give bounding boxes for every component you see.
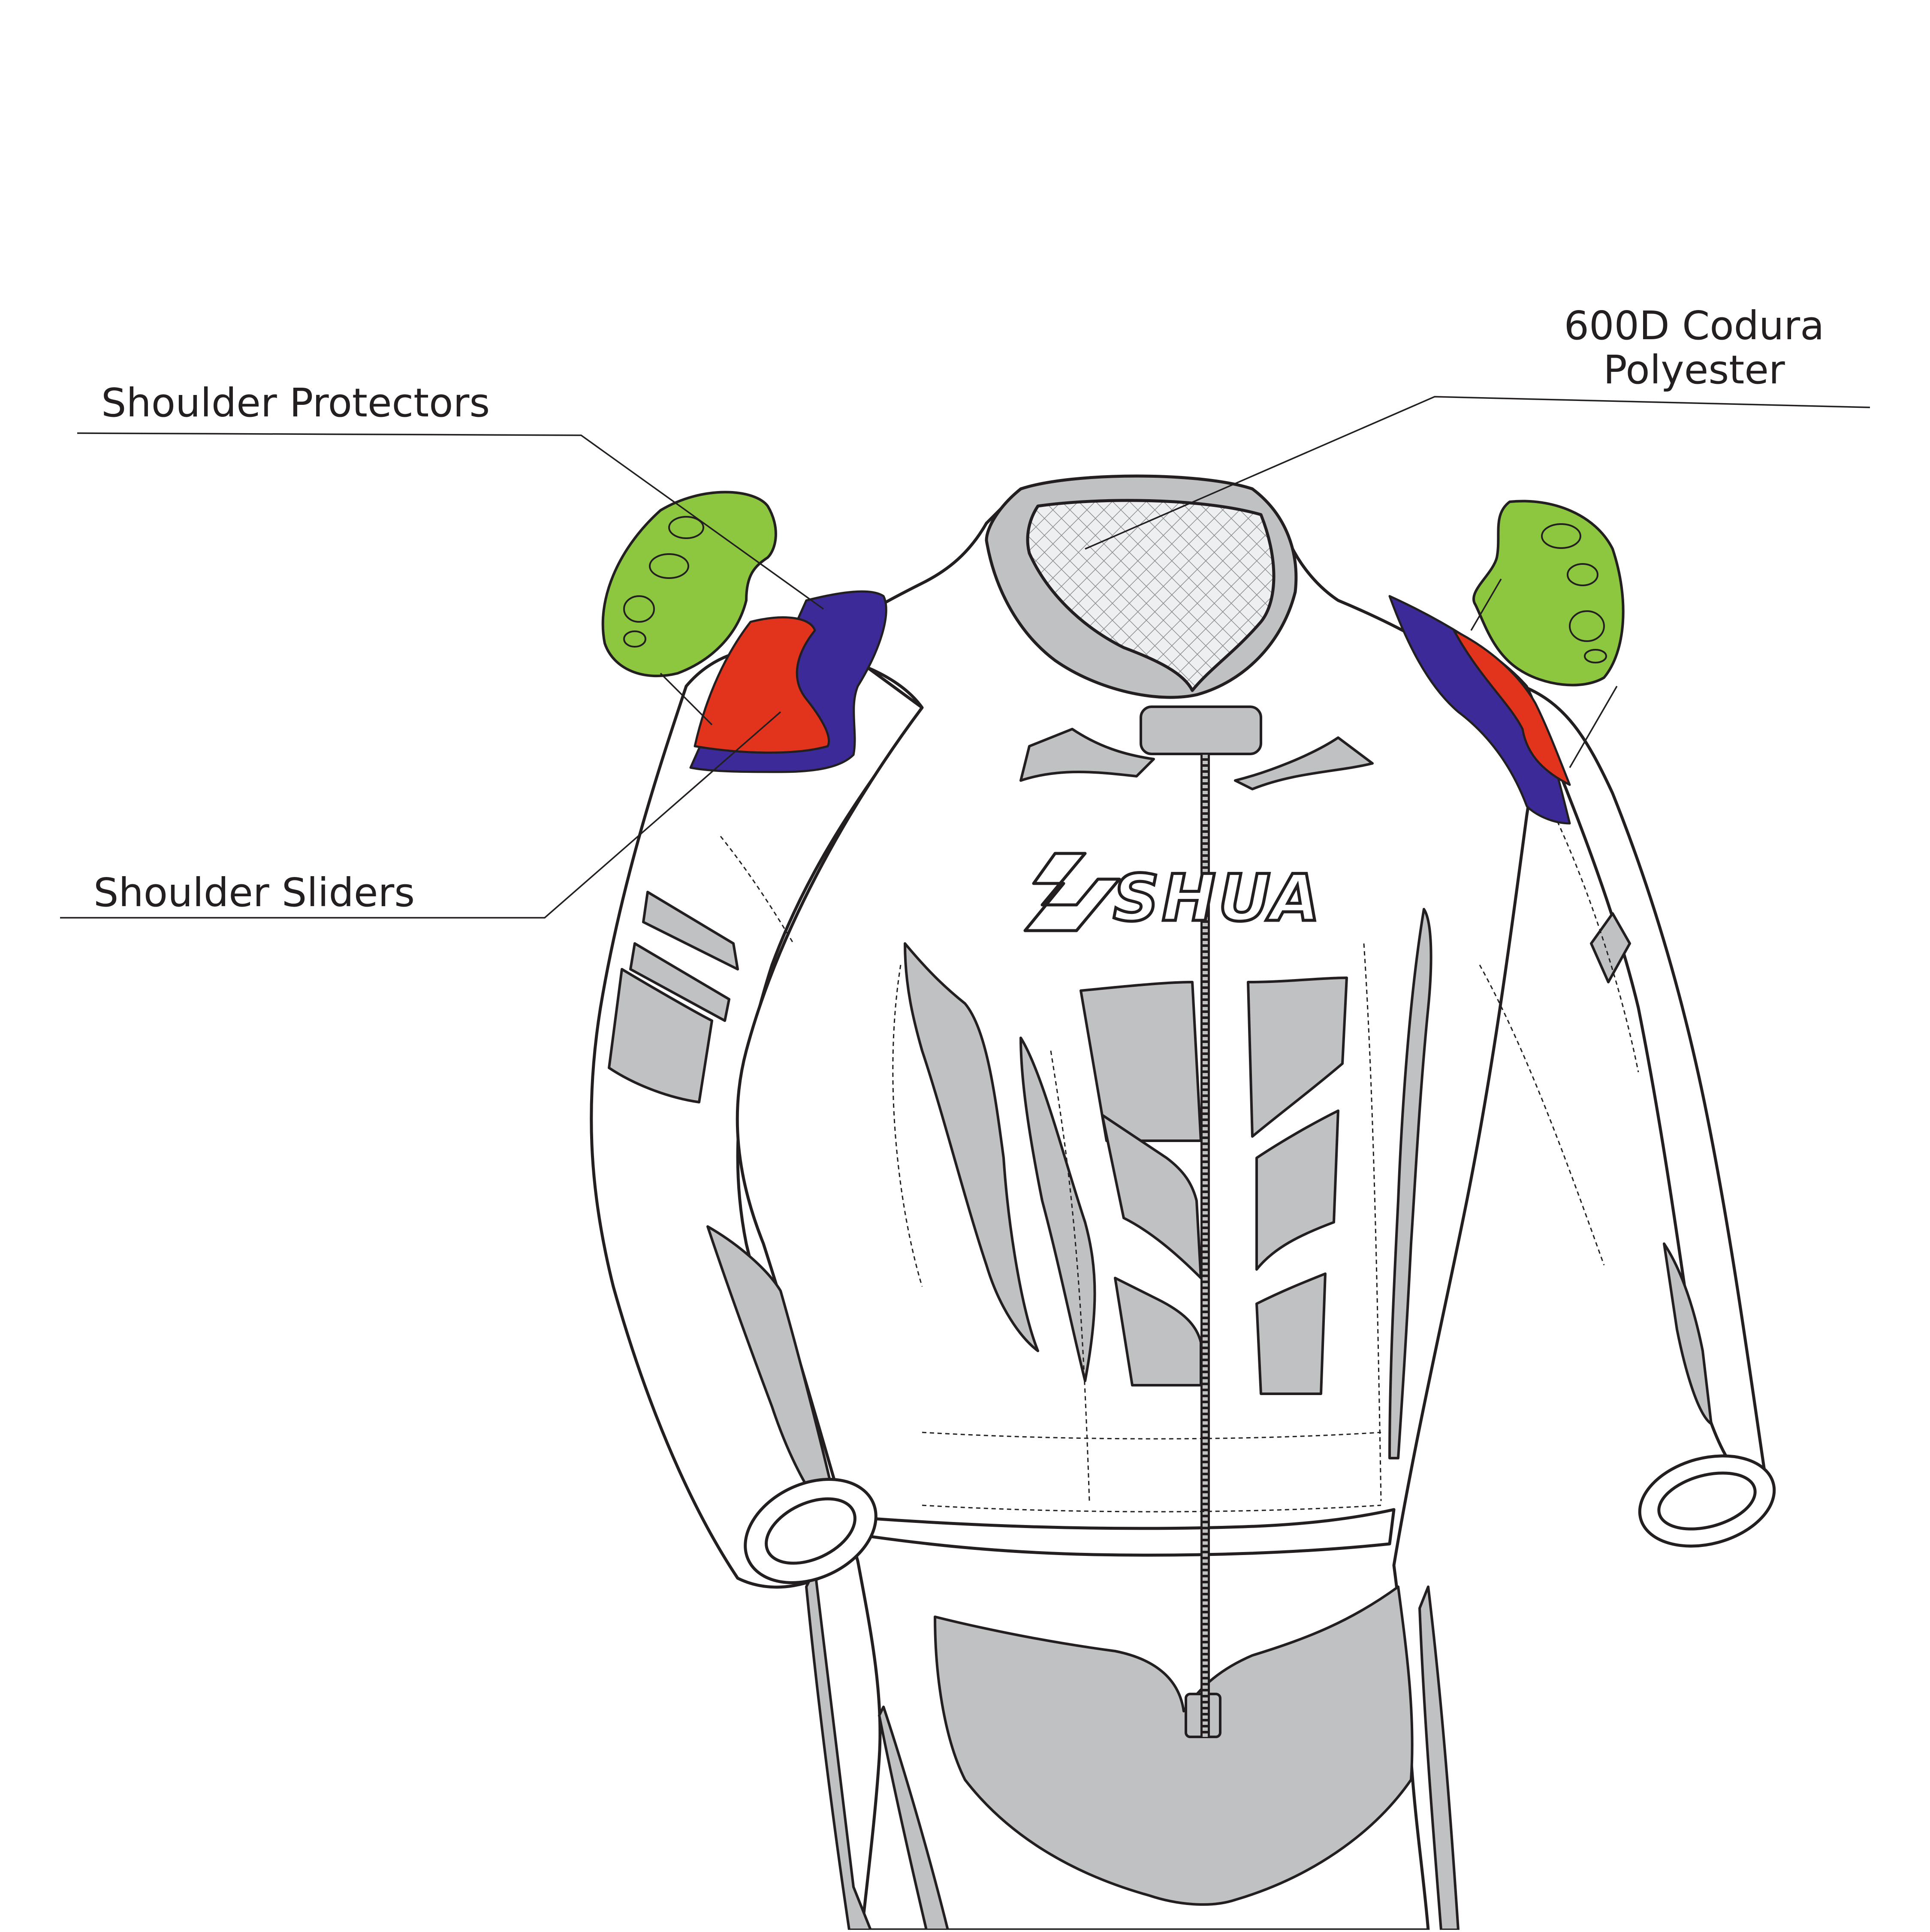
shoulder-slider-left-red [694,616,830,754]
shoulder-protector-left [601,491,777,678]
shoulder-slider-right-red [1453,629,1571,786]
leader-shoulder-protectors [77,432,824,610]
callout-shoulder-sliders: Shoulder Sliders [93,870,415,916]
callout-shoulder-protectors: Shoulder Protectors [101,380,490,426]
waist-band [860,1508,1396,1557]
leg-side-left [805,1568,872,1931]
callout-codura-line1: 600D Codura [1564,303,1824,349]
callout-codura: 600D Codura Polyester [1561,304,1827,392]
sleeve-panel-left-2 [629,942,730,1022]
leader-protector-left-lower [660,672,713,726]
abs-panel-right-1 [1247,977,1348,1138]
abs-panel-left-2 [1101,1114,1202,1279]
abs-panel-right-3 [1255,1272,1327,1395]
chest-panel-right [1234,736,1374,790]
side-panel-left [904,942,1039,1352]
leader-codura [1085,396,1870,550]
chest-panel-left [1019,728,1155,782]
shoulder-protector-right [1472,500,1625,687]
abs-panel-right-2 [1255,1109,1339,1271]
abs-panel-left-1 [1080,981,1202,1142]
leg-panel [934,1585,1414,1906]
callout-codura-line2: Polyester [1603,347,1785,393]
sleeve-panel-right-1 [1590,912,1631,983]
brand-logo-mark [1023,852,1121,932]
leader-protector-right [1470,579,1502,631]
leader-shoulder-sliders [60,711,781,919]
cuff-right-inner [1657,1471,1757,1531]
sleeve-panel-right-2 [1663,1242,1713,1425]
sleeve-panel-left-1 [642,891,739,971]
cuff-left-inner [765,1497,856,1565]
brand-logo-text: SHUA [1112,861,1323,936]
collar-tab [1140,705,1262,755]
side-panel-right [1388,908,1432,1459]
sleeve-panel-left-3 [608,968,713,1103]
leg-side-right [1418,1585,1460,1931]
leader-protector-right-lower [1569,686,1618,768]
